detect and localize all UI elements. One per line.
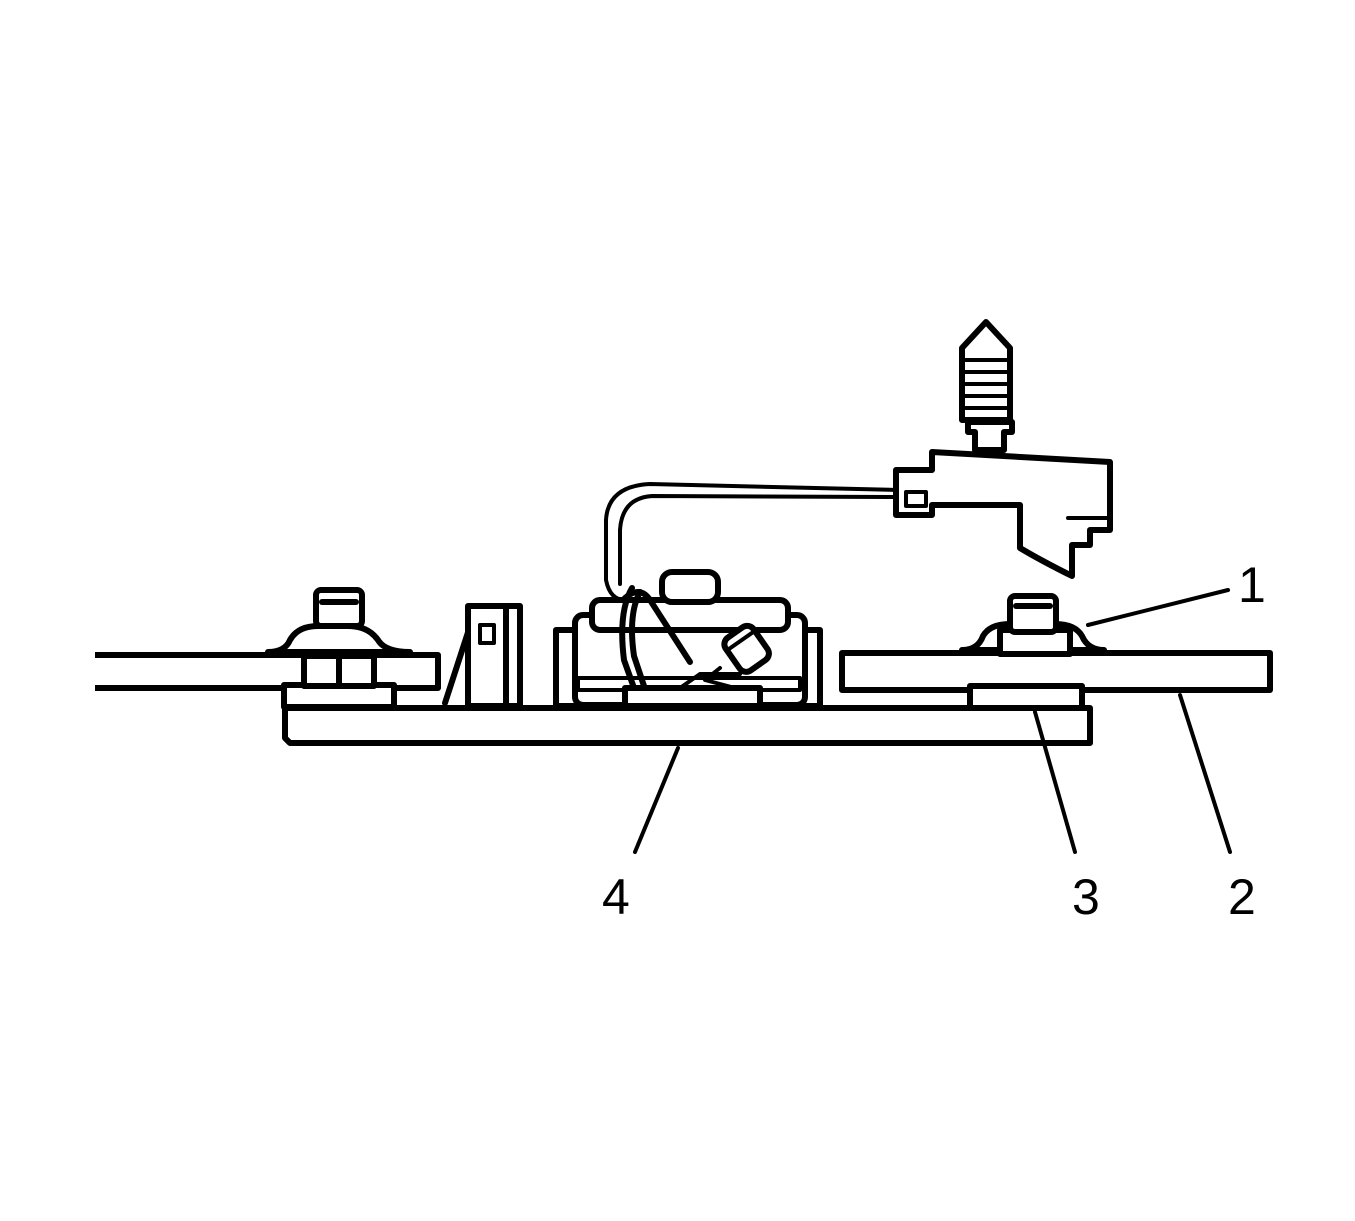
- callout-2: 2: [1228, 869, 1256, 925]
- wire-harness: [604, 482, 900, 691]
- retainer-clip: [442, 603, 523, 709]
- callout-4: 4: [602, 869, 630, 925]
- leader-lines: [633, 588, 1232, 854]
- right-nut-assembly: [959, 593, 1107, 711]
- push-pin-connector: [893, 319, 1113, 579]
- sensor-module: [553, 569, 823, 709]
- callout-1: 1: [1238, 557, 1266, 613]
- callout-3: 3: [1072, 869, 1100, 925]
- base-plate: [282, 705, 1093, 746]
- left-nut-assembly: [265, 587, 413, 710]
